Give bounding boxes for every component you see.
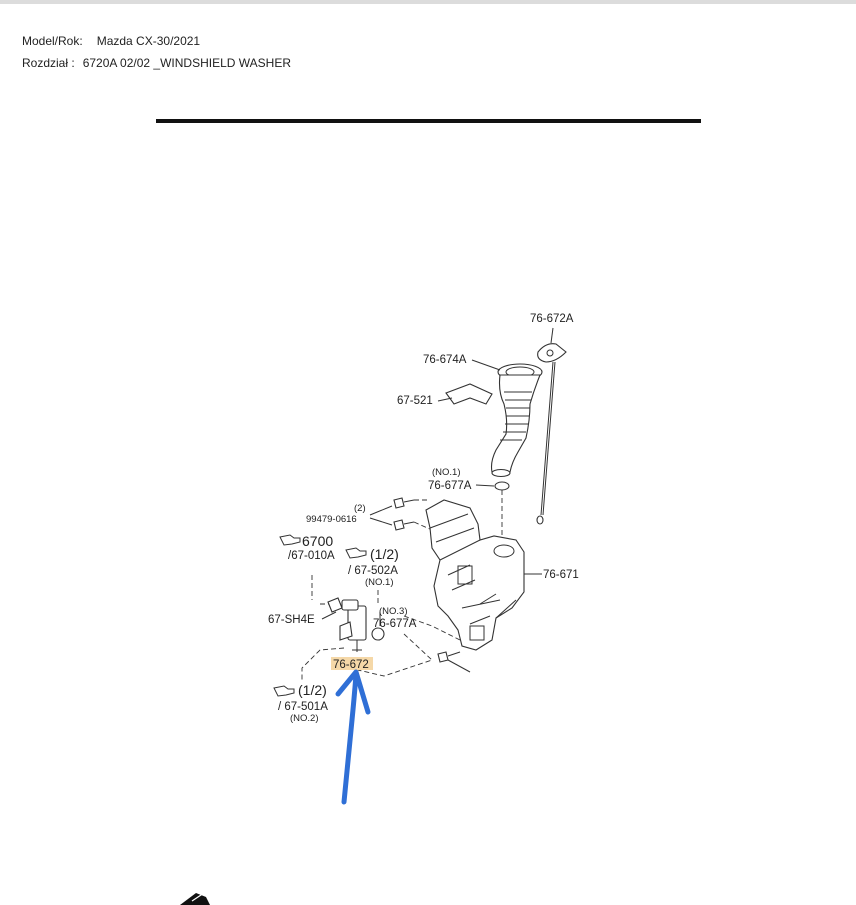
label-ref-6700: 6700 <box>302 533 333 549</box>
section-value: 6720A 02/02 _WINDSHIELD WASHER <box>82 56 291 70</box>
label-ref-502: / 67-502A <box>348 565 398 577</box>
bolts-drawing <box>393 497 461 663</box>
hand-pointer-icon <box>279 534 301 546</box>
leader-filler <box>471 359 501 371</box>
label-grommet-no1: 76-677A <box>428 480 472 492</box>
label-ref-501: / 67-501A <box>278 701 328 713</box>
label-ref-501-note: (NO.2) <box>290 713 319 724</box>
leader-connector <box>321 611 337 620</box>
leader-grommet-no1 <box>475 484 495 487</box>
leader-bolt-b <box>369 517 393 526</box>
header-divider <box>156 119 701 123</box>
leader-lower-bolt <box>447 659 471 673</box>
label-grommet-no3: 76-677A <box>373 618 417 630</box>
label-ref-502-fraction: (1/2) <box>370 546 399 562</box>
highlight-box <box>331 657 373 670</box>
model-value: Mazda CX-30/2021 <box>96 34 201 48</box>
grommet-no1-drawing <box>494 481 510 491</box>
washer-pump-drawing <box>339 599 367 652</box>
washer-tank-drawing <box>425 499 525 651</box>
label-ref-501-fraction: (1/2) <box>298 682 327 698</box>
hand-pointer-icon <box>273 685 295 697</box>
label-ref-502-note: (NO.1) <box>365 577 394 588</box>
label-ref-6700-sub: /67-010A <box>288 550 335 562</box>
label-grommet-no1-note: (NO.1) <box>432 467 461 478</box>
label-filler-pipe: 76-674A <box>423 354 467 366</box>
hand-pointer-icon <box>345 547 367 559</box>
washer-cap-drawing <box>536 343 567 525</box>
label-grommet-no3-note: (NO.3) <box>379 606 408 617</box>
section-row: Rozdział : 6720A 02/02 _WINDSHIELD WASHER <box>22 56 291 70</box>
leader-clip <box>437 397 453 402</box>
label-pump: 76-672 <box>333 659 369 671</box>
label-bolt: 99479-0616 <box>306 514 357 525</box>
blue-arrow-annotation <box>335 669 371 805</box>
filler-pipe-drawing <box>490 363 543 478</box>
partial-icon <box>180 892 210 905</box>
model-label: Model/Rok: <box>22 34 83 48</box>
model-row: Model/Rok: Mazda CX-30/2021 <box>22 34 200 48</box>
grommet-no3-drawing <box>371 627 385 641</box>
label-tank: 76-671 <box>543 569 579 581</box>
label-connector: 67-SH4E <box>268 614 315 626</box>
label-cap: 76-672A <box>530 313 574 325</box>
clip-drawing <box>445 383 493 405</box>
label-bolt-qty: (2) <box>354 503 366 514</box>
leader-bolt-a <box>369 505 393 516</box>
dash-bolts <box>413 499 433 531</box>
leader-cap <box>550 327 554 344</box>
top-border <box>0 0 856 4</box>
section-label: Rozdział : <box>22 56 75 70</box>
connector-drawing <box>327 597 343 613</box>
label-clip: 67-521 <box>397 395 433 407</box>
